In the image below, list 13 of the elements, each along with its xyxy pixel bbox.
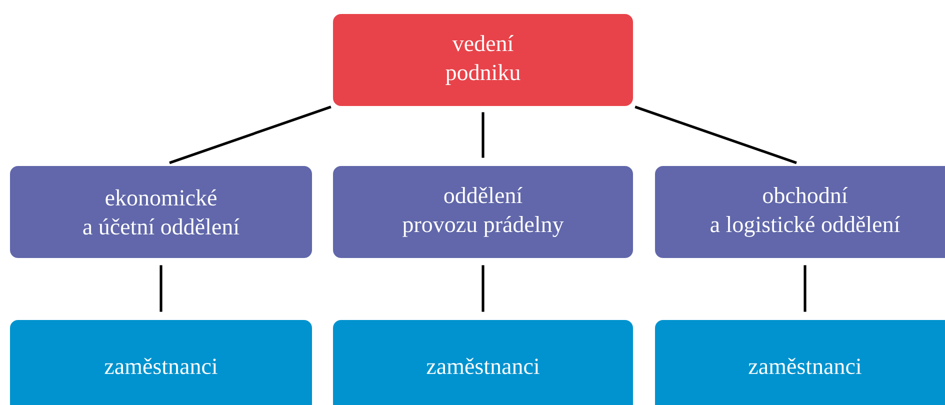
org-box: ekonomické a účetní oddělení [10, 166, 312, 258]
org-box: vedení podniku [333, 14, 633, 106]
connector-line [482, 112, 484, 158]
connector-line [160, 265, 162, 312]
connector-line [482, 265, 484, 312]
org-box: obchodní a logistické oddělení [655, 166, 945, 258]
connector-line [169, 106, 332, 164]
org-box: zaměstnanci [655, 320, 945, 405]
connector-line [634, 106, 797, 164]
org-box: zaměstnanci [10, 320, 312, 405]
connector-line [804, 265, 806, 312]
org-box: oddělení provozu prádelny [333, 166, 633, 258]
org-box: zaměstnanci [333, 320, 633, 405]
